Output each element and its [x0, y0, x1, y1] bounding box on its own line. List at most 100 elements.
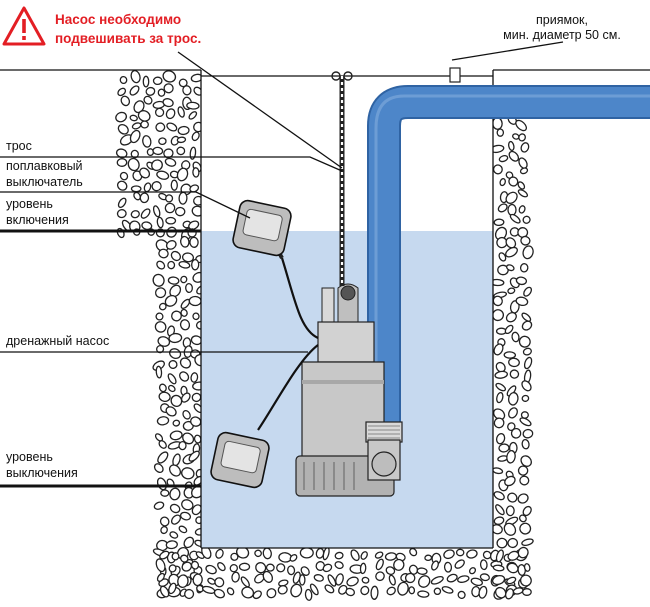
gravel-stone — [116, 158, 128, 167]
gravel-stone — [189, 184, 200, 193]
gravel-stone — [289, 554, 298, 562]
gravel-stone — [131, 122, 142, 130]
gravel-stone — [493, 491, 505, 501]
gravel-stone — [495, 504, 505, 516]
gravel-stone — [217, 562, 226, 572]
gravel-stone — [189, 146, 197, 160]
gravel-stone — [507, 492, 518, 503]
gravel-stone — [167, 260, 176, 270]
float-label-line2: выключатель — [6, 175, 83, 189]
gravel-stone — [188, 111, 198, 120]
gravel-stone — [178, 260, 191, 269]
gravel-stone — [497, 203, 508, 213]
gravel-stone — [505, 505, 515, 517]
gravel-stone — [521, 588, 532, 596]
gravel-stone — [519, 475, 530, 486]
float-cable-lower — [257, 344, 319, 431]
gravel-stone — [238, 562, 251, 571]
gravel-stone — [182, 85, 192, 96]
gravel-stone — [182, 409, 191, 420]
gravel-stone — [158, 391, 171, 402]
gravel-stone — [505, 246, 518, 258]
gravel-stone — [508, 407, 518, 419]
gravel-stone — [168, 564, 177, 573]
pit-label-line1: приямок, — [536, 13, 588, 27]
gravel-stone — [176, 136, 187, 144]
gravel-stone — [157, 88, 166, 97]
gravel-stone — [505, 588, 514, 600]
gravel-stone — [508, 150, 520, 162]
gravel-stone — [155, 239, 169, 252]
gravel-stone — [178, 78, 188, 88]
gravel-stone — [409, 547, 418, 557]
gravel-stone — [496, 391, 504, 404]
gravel-stone — [142, 75, 150, 88]
gravel-stone — [503, 351, 517, 359]
gravel-stone — [370, 585, 379, 600]
gravel-stone — [191, 392, 202, 403]
gravel-stone — [130, 210, 140, 219]
gravel-stone — [159, 550, 170, 560]
gravel-stone — [518, 133, 526, 142]
gravel-stone — [520, 455, 532, 467]
gravel-stone — [494, 370, 508, 379]
gravel-stone — [350, 549, 360, 562]
gravel-stone — [143, 95, 153, 105]
gravel-stone — [493, 218, 505, 227]
gravel-stone — [215, 548, 224, 559]
gravel-stone — [443, 561, 453, 573]
gravel-stone — [120, 95, 131, 107]
gravel-stone — [361, 576, 370, 584]
gravel-stone — [160, 525, 168, 535]
gravel-stone — [517, 493, 529, 504]
gravel-stone — [152, 146, 164, 156]
gravel-stone — [179, 319, 191, 331]
gravel-stone — [507, 537, 519, 549]
gravel-stone — [186, 101, 200, 110]
gravel-stone — [133, 191, 141, 201]
gravel-stone — [519, 522, 532, 535]
gravel-stone — [116, 227, 125, 239]
gravel-stone — [178, 440, 187, 451]
gravel-stone — [163, 83, 174, 94]
gravel-stone — [493, 417, 505, 429]
gravel-stone — [468, 567, 477, 575]
gravel-stone — [151, 159, 163, 172]
gravel-stone — [181, 467, 195, 480]
gravel-stone — [226, 587, 235, 596]
gravel-stone — [155, 228, 165, 238]
gravel-stone — [290, 583, 303, 598]
gravel-stone — [116, 180, 128, 191]
rope-label: трос — [6, 139, 32, 153]
gravel-stone — [158, 302, 167, 311]
gravel-stone — [137, 110, 151, 122]
pit-label-line2: мин. диаметр 50 см. — [503, 28, 621, 42]
gravel-stone — [176, 146, 186, 156]
gravel-stone — [479, 573, 491, 582]
gravel-stone — [241, 586, 255, 599]
gravel-stone — [518, 205, 526, 214]
gravel-stone — [165, 240, 177, 250]
gravel-stone — [162, 98, 174, 108]
gravel-stone — [479, 559, 488, 571]
gravel-stone — [183, 536, 195, 549]
gravel-stone — [153, 463, 164, 474]
gravel-stone — [139, 167, 151, 179]
gravel-stone — [304, 588, 313, 601]
gravel-stone — [522, 245, 534, 260]
gravel-stone — [176, 167, 189, 182]
gravel-stone — [359, 562, 367, 575]
gravel-stone — [164, 294, 178, 307]
gravel-stone — [181, 561, 193, 572]
gravel-stone — [192, 167, 200, 178]
gravel-stone — [157, 451, 169, 464]
gravel-stone — [493, 343, 504, 356]
gravel-stone — [433, 587, 442, 596]
gravel-stone — [156, 416, 170, 426]
gravel-stone — [431, 560, 439, 571]
gravel-stone — [156, 260, 166, 270]
on-level-label-line1: уровень — [6, 197, 53, 211]
float-switch-lower — [210, 431, 270, 489]
gravel-stone — [457, 590, 466, 600]
gravel-stone — [375, 571, 385, 582]
